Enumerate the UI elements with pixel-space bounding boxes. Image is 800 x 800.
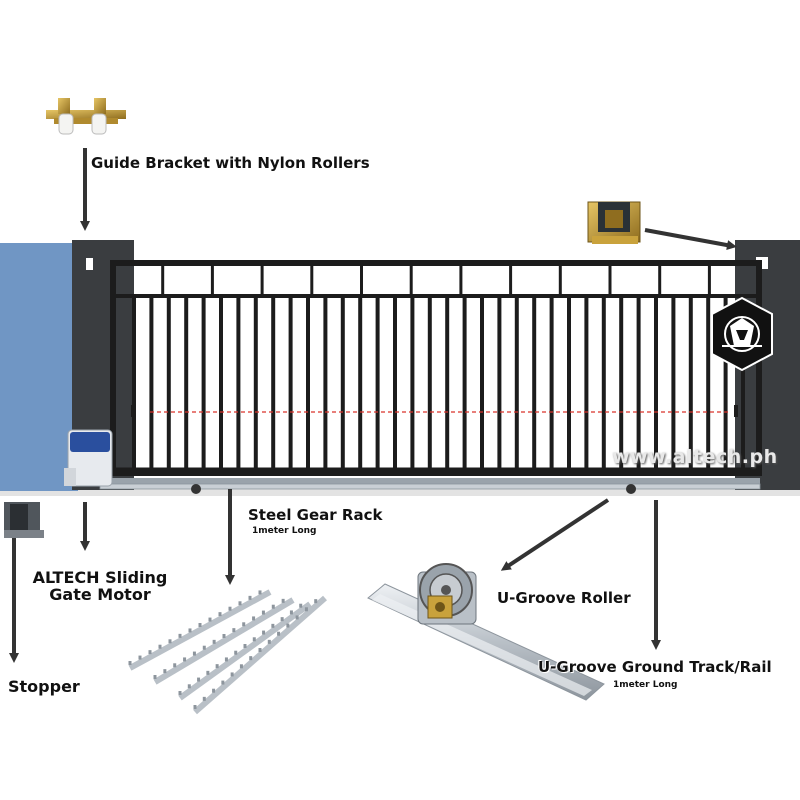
u-groove-roller-image [417, 563, 477, 625]
watermark: www.altech.ph [612, 446, 778, 468]
label-ground-track-note: 1meter Long [613, 680, 678, 690]
label-u-groove-roller: U-Groove Roller [497, 589, 631, 607]
gear-rack-bar [153, 597, 295, 685]
wall [0, 243, 78, 491]
gear-rack-bar [193, 595, 327, 715]
gate-panel [110, 260, 762, 476]
label-stopper: Stopper [8, 677, 80, 696]
gate-receiver-bracket-image [587, 201, 641, 244]
label-motor: ALTECH Sliding Gate Motor [20, 569, 180, 603]
guide-bracket-image [46, 98, 126, 135]
altech-logo-icon [711, 296, 773, 372]
steel-gear-rack-image [128, 589, 327, 715]
motor-on-gate [64, 429, 113, 487]
gear-rack-bar [178, 601, 312, 701]
ground-band [0, 488, 800, 496]
label-motor-line2: Gate Motor [49, 585, 151, 604]
callout-arrows [9, 148, 737, 663]
label-ground-track: U-Groove Ground Track/Rail [538, 658, 772, 676]
label-steel-gear-rack-note: 1meter Long [252, 526, 317, 536]
label-steel-gear-rack: Steel Gear Rack [248, 506, 383, 524]
gate-gear-rack [100, 478, 760, 484]
label-guide-bracket: Guide Bracket with Nylon Rollers [91, 154, 370, 172]
guide-bracket-marker [86, 258, 93, 270]
label-motor-line1: ALTECH Sliding [32, 568, 168, 587]
stopper-image [4, 502, 44, 538]
gear-rack-bar [128, 589, 272, 671]
